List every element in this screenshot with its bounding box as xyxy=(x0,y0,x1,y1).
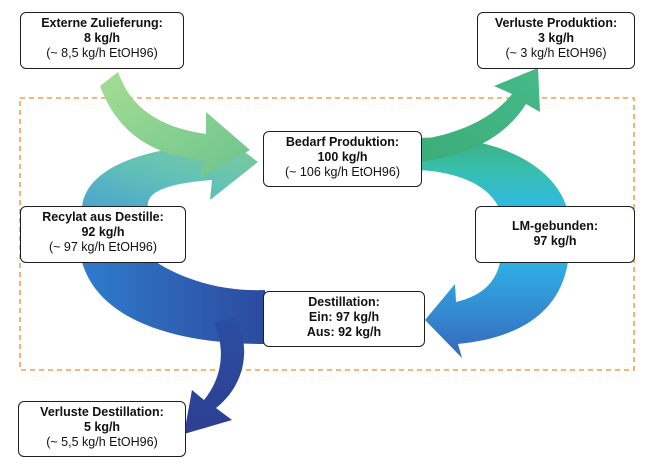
node-demand-production: Bedarf Produktion: 100 kg/h (~ 106 kg/h … xyxy=(263,131,422,187)
arrow-production-loss xyxy=(418,68,540,162)
node-value: 3 kg/h xyxy=(537,31,575,45)
node-title: Destillation: xyxy=(308,295,380,309)
node-title: Bedarf Produktion: xyxy=(285,135,400,149)
node-note: (~ 97 kg/h EtOH96) xyxy=(48,240,158,254)
arrow-external-supply xyxy=(100,72,250,178)
node-title: Verluste Destillation: xyxy=(40,405,164,419)
node-value: 100 kg/h xyxy=(317,150,368,164)
node-solvent-bound: LM-gebunden: 97 kg/h xyxy=(475,206,635,263)
arc-production-to-solvent-bound xyxy=(418,137,568,212)
arrow-solvent-bound-to-distillation xyxy=(425,262,568,358)
node-note: (~ 3 kg/h EtOH96) xyxy=(505,46,607,60)
node-out: Aus: 92 kg/h xyxy=(306,325,382,339)
node-title: Recylat aus Destille: xyxy=(42,210,164,224)
node-value: 97 kg/h xyxy=(533,234,577,248)
node-loss-distillation: Verluste Destillation: 5 kg/h (~ 5,5 kg/… xyxy=(18,401,186,457)
node-value: 8 kg/h xyxy=(83,31,121,45)
node-title: LM-gebunden: xyxy=(511,219,599,233)
node-note: (~ 8,5 kg/h EtOH96) xyxy=(46,46,158,60)
node-title: Externe Zulieferung: xyxy=(41,16,163,30)
node-title: Verluste Produktion: xyxy=(494,16,618,30)
node-note: (~ 106 kg/h EtOH96) xyxy=(285,165,400,179)
node-note: (~ 5,5 kg/h EtOH96) xyxy=(46,435,158,449)
node-value: 92 kg/h xyxy=(81,225,125,239)
arrow-distillation-loss xyxy=(184,318,245,434)
node-in: Ein: 97 kg/h xyxy=(308,310,380,324)
node-recyclate: Recylat aus Destille: 92 kg/h (~ 97 kg/h… xyxy=(20,206,186,263)
node-loss-production: Verluste Produktion: 3 kg/h (~ 3 kg/h Et… xyxy=(477,12,635,69)
node-external-supply: Externe Zulieferung: 8 kg/h (~ 8,5 kg/h … xyxy=(20,12,184,69)
node-value: 5 kg/h xyxy=(83,420,121,434)
node-distillation: Destillation: Ein: 97 kg/h Aus: 92 kg/h xyxy=(263,291,425,347)
